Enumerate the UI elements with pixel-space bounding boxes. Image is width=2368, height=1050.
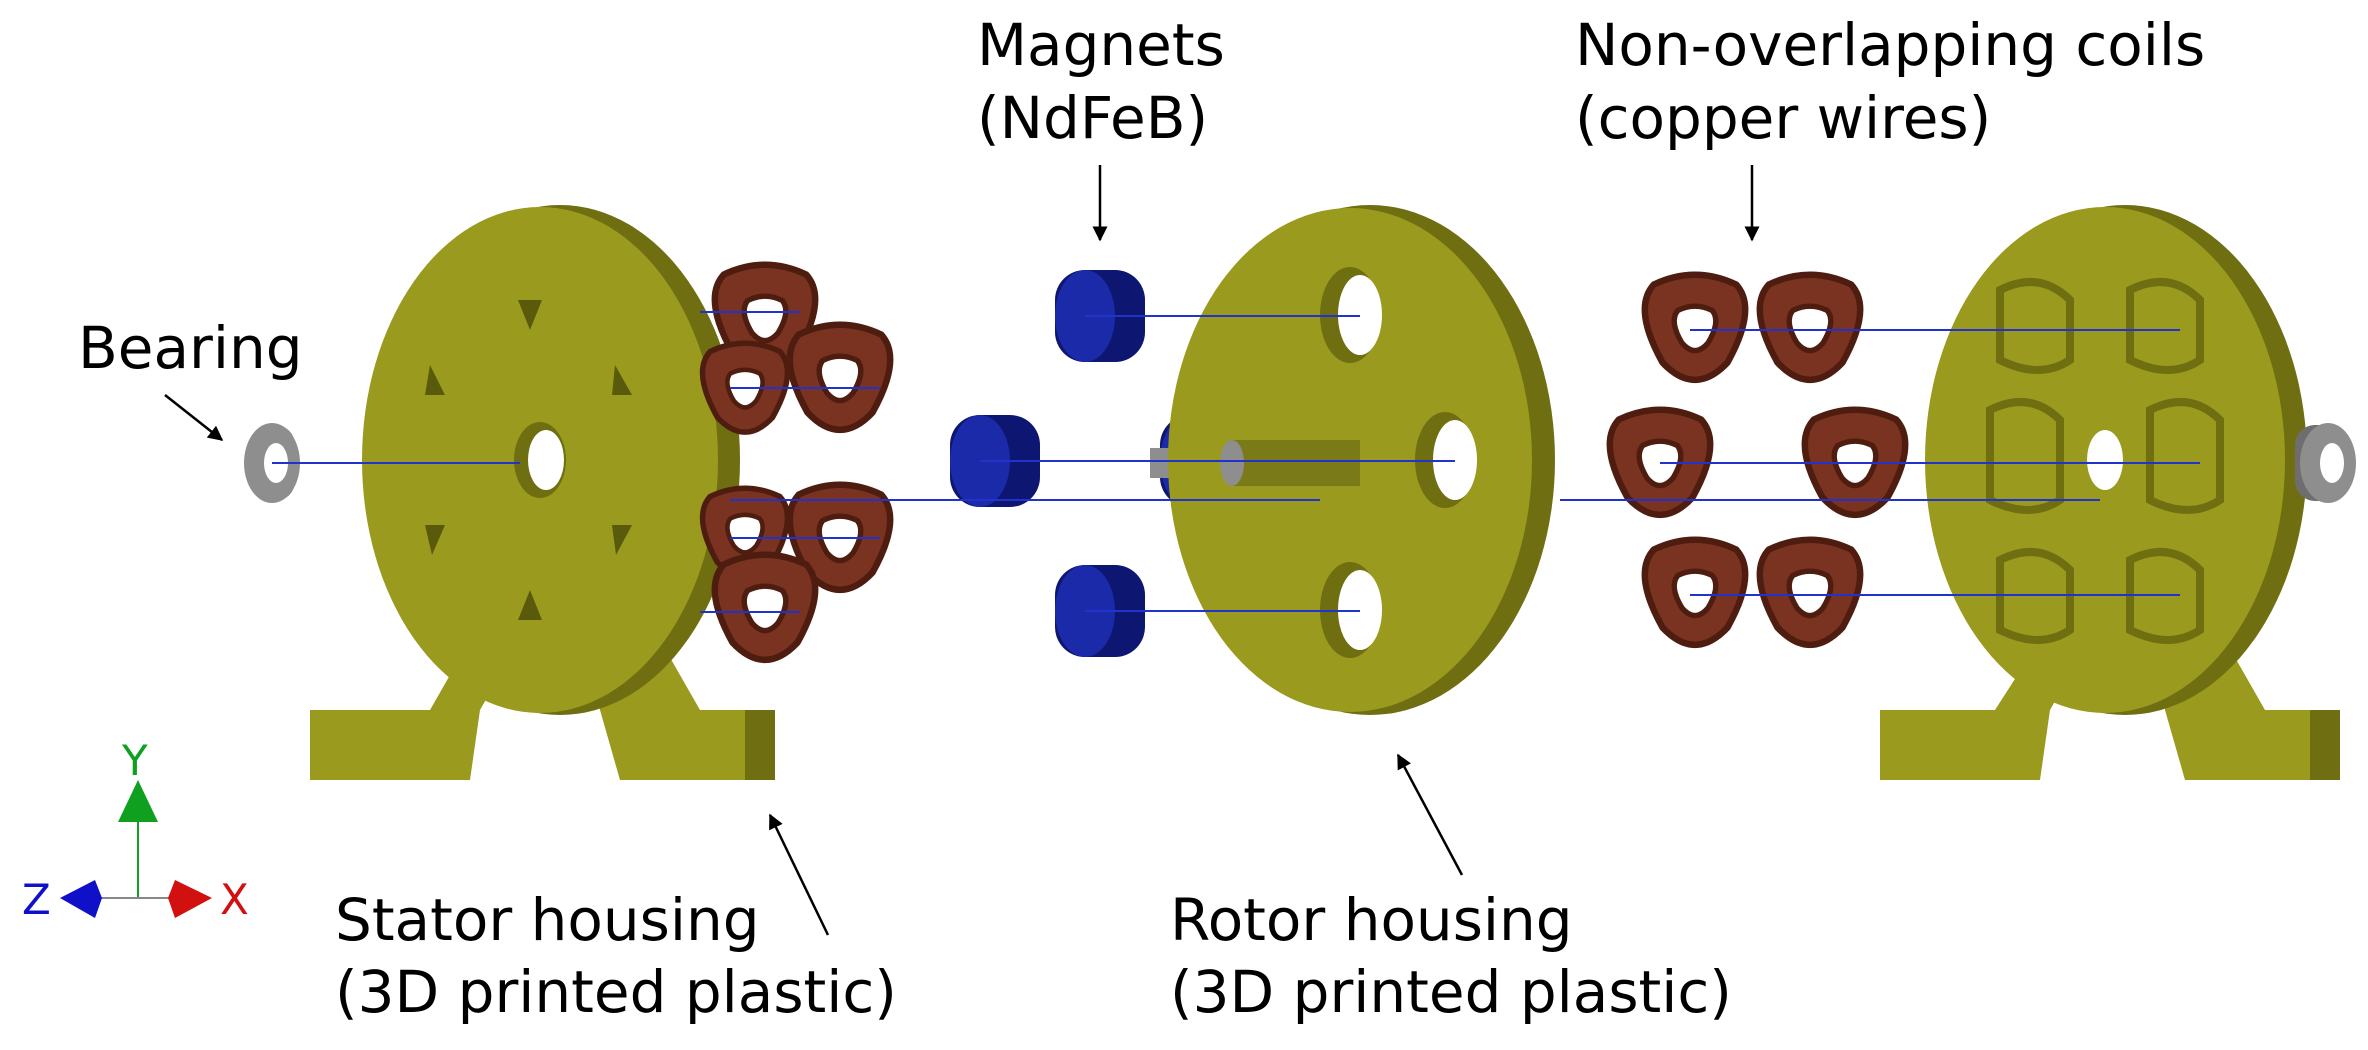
bearing-right — [2295, 423, 2356, 503]
axis-triad: Y X Z — [22, 736, 249, 924]
magnets-sublabel: (NdFeB) — [977, 84, 1208, 152]
coil — [1760, 540, 1860, 645]
pointer-arrows — [164, 165, 1760, 936]
z-axis-label: Z — [22, 875, 51, 924]
bearing-label: Bearing — [78, 314, 303, 382]
x-axis-arrow-icon — [168, 880, 212, 918]
stator-housing — [310, 205, 775, 780]
stator-label: Stator housing — [335, 886, 760, 954]
x-axis-label: X — [220, 875, 249, 924]
z-axis-arrow-icon — [60, 880, 102, 918]
coils-label: Non-overlapping coils — [1575, 11, 2205, 79]
coil — [1760, 275, 1860, 380]
y-axis-label: Y — [121, 736, 148, 785]
stator-sublabel: (3D printed plastic) — [335, 958, 897, 1026]
coil — [1645, 540, 1745, 645]
magnets-label: Magnets — [977, 11, 1225, 79]
y-axis-arrow-icon — [118, 780, 158, 822]
rotor-label: Rotor housing — [1170, 886, 1573, 954]
rotor-sublabel: (3D printed plastic) — [1170, 958, 1732, 1026]
coil — [715, 555, 815, 660]
coil — [790, 325, 890, 430]
coils-sublabel: (copper wires) — [1575, 84, 1991, 152]
end-housing — [1880, 205, 2340, 780]
guide-lines — [272, 311, 2200, 613]
coil — [1645, 275, 1745, 380]
